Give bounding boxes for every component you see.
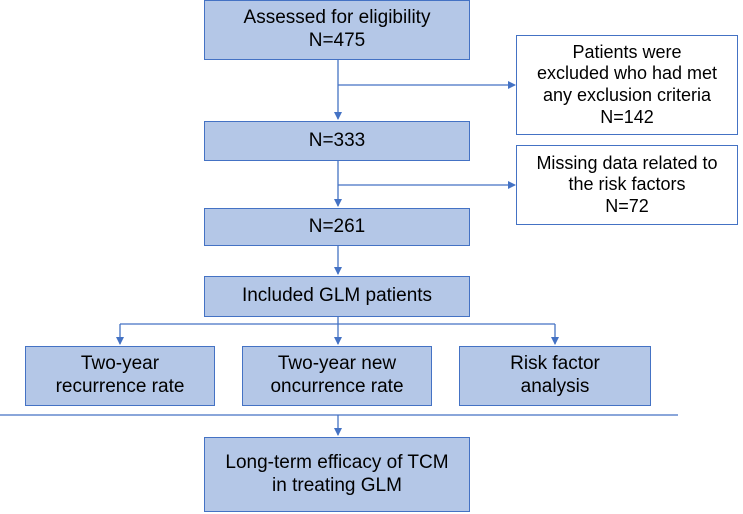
- efficacy-box: Long-term efficacy of TCM in treating GL…: [204, 437, 470, 512]
- n333-count: N=333: [308, 129, 366, 151]
- efficacy-line-1: Long-term efficacy of TCM: [225, 451, 449, 473]
- assessed-count: N=475: [308, 30, 366, 51]
- excluded-line-2: excluded who had met: [536, 63, 718, 84]
- excluded-box: Patients were excluded who had met any e…: [516, 35, 738, 135]
- oncurrence-line-2: oncurrence rate: [270, 376, 404, 397]
- missing-count: N=72: [605, 195, 649, 216]
- efficacy-line-2: in treating GLM: [272, 474, 402, 496]
- missing-line-2: the risk factors: [568, 174, 686, 195]
- oncurrence-line-1: Two-year new: [277, 353, 397, 375]
- n261-box: N=261: [204, 208, 470, 246]
- assessed-box: Assessed for eligibility N=475: [204, 0, 470, 60]
- missing-line-1: Missing data related to: [536, 152, 718, 173]
- assessed-label: Assessed for eligibility: [243, 7, 431, 29]
- risk-line-1: Risk factor: [510, 353, 600, 375]
- recurrence-box: Two-year recurrence rate: [25, 346, 215, 406]
- risk-box: Risk factor analysis: [459, 346, 651, 406]
- n261-count: N=261: [308, 215, 366, 237]
- included-box: Included GLM patients: [204, 276, 470, 317]
- excluded-line-1: Patients were: [572, 41, 682, 62]
- n333-box: N=333: [204, 121, 470, 161]
- recurrence-line-2: recurrence rate: [55, 376, 185, 397]
- missing-box: Missing data related to the risk factors…: [516, 145, 738, 225]
- excluded-count: N=142: [600, 106, 654, 127]
- recurrence-line-1: Two-year: [80, 353, 160, 375]
- oncurrence-box: Two-year new oncurrence rate: [242, 346, 432, 406]
- included-label: Included GLM patients: [241, 285, 433, 307]
- risk-line-2: analysis: [520, 376, 590, 397]
- excluded-line-3: any exclusion criteria: [542, 85, 712, 105]
